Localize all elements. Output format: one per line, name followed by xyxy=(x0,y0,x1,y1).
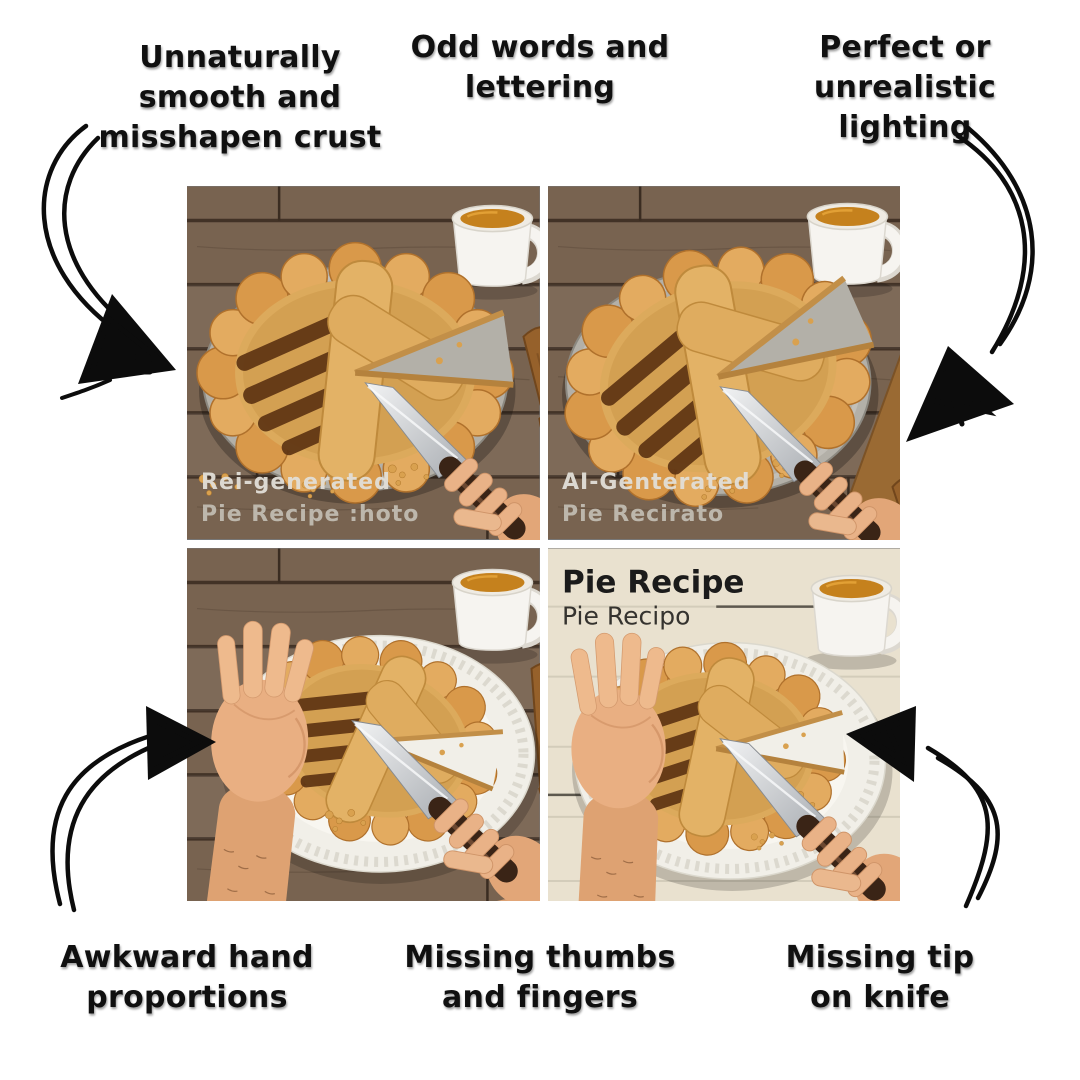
callout-line: unrealistic lighting xyxy=(813,70,997,146)
callout-line: lettering xyxy=(464,70,616,106)
ai-watermark-line2: Pie Recirato xyxy=(562,502,724,527)
ai-watermark-line1: AI-Genterated xyxy=(562,470,750,495)
callout-missing-thumbs: Missing thumbs and fingers xyxy=(400,938,680,1018)
callout-unnatural-crust: Unnaturally smooth and misshapen crust xyxy=(90,38,390,159)
panel-bottom-left-ai-pie-photo xyxy=(187,547,540,901)
callout-unrealistic-lighting: Perfect or unrealistic lighting xyxy=(745,28,1065,149)
callout-line: Awkward hand xyxy=(60,940,314,975)
callout-awkward-hands: Awkward hand proportions xyxy=(47,938,327,1018)
curved-arrow-top-right-icon xyxy=(906,125,1035,442)
callout-line: Missing thumbs xyxy=(404,940,676,975)
callout-missing-knife-tip: Missing tip on knife xyxy=(750,938,1010,1018)
callout-odd-words: Odd words and lettering xyxy=(400,28,680,108)
pie-recipe-subtitle: Pie Recipo xyxy=(562,601,690,630)
callout-line: misshapen crust xyxy=(98,120,382,156)
tea-mug xyxy=(804,575,900,669)
curved-arrow-top-left-icon xyxy=(41,123,176,400)
photo-grid: Rei-generated Pie Recipe :hoto AI-Genter… xyxy=(187,186,900,901)
callout-line: Perfect or xyxy=(819,30,991,65)
ai-watermark-line2: Pie Recipe :hoto xyxy=(201,502,419,527)
callout-line: on knife xyxy=(810,980,950,1016)
callout-line: smooth and xyxy=(138,80,342,116)
callout-line: and fingers xyxy=(442,980,638,1016)
tea-mug xyxy=(445,569,539,663)
ai-watermark-line1: Rei-generated xyxy=(201,470,391,495)
callout-line: proportions xyxy=(86,980,288,1016)
callout-line: Unnaturally xyxy=(139,40,341,75)
panel-top-left-ai-pie-photo: Rei-generated Pie Recipe :hoto xyxy=(187,186,540,540)
callout-line: Missing tip xyxy=(785,940,975,975)
pie-recipe-title: Pie Recipe xyxy=(562,564,744,600)
panel-bottom-right-ai-pie-photo: Pie Recipe Pie Recipo xyxy=(547,547,900,901)
callout-line: Odd words and xyxy=(410,30,670,65)
panel-top-right-ai-pie-photo: AI-Genterated Pie Recirato xyxy=(547,186,900,540)
